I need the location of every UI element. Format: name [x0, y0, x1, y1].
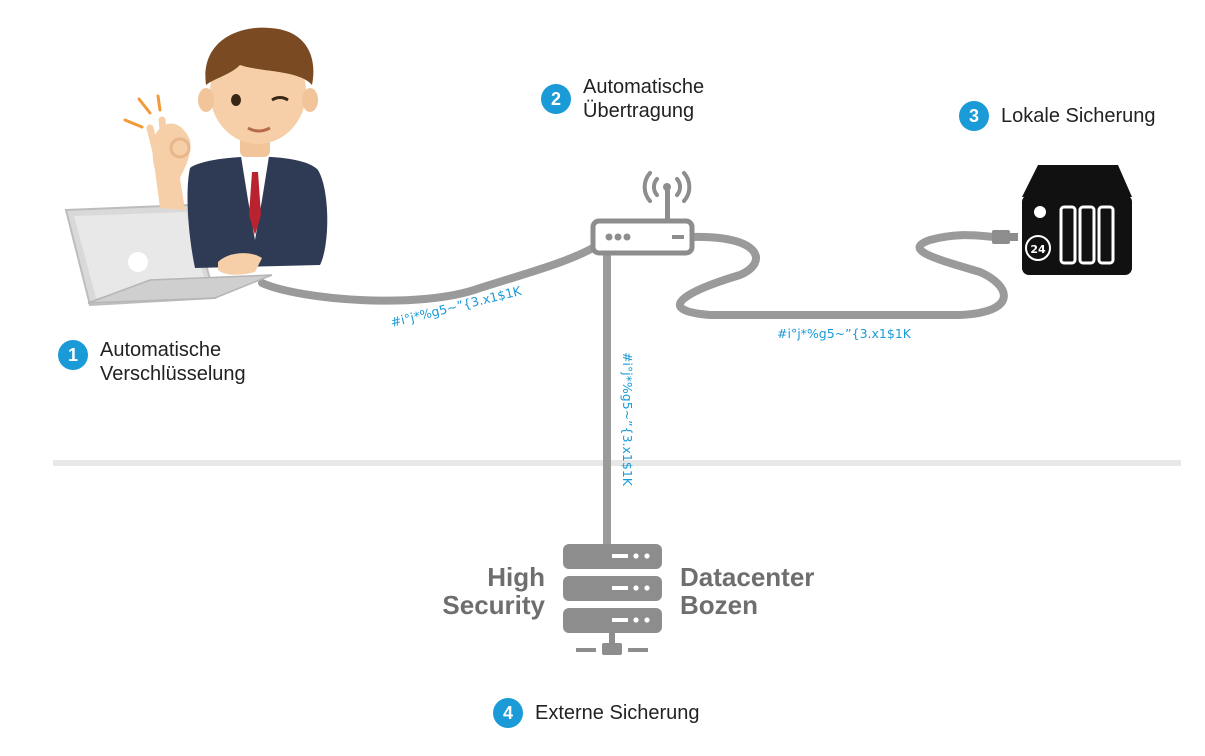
step-3-badge: 3 — [959, 101, 989, 131]
server-label-security: Security — [442, 590, 545, 620]
network-cable-icon — [258, 231, 1008, 549]
nas-icon: 24 — [1022, 165, 1132, 275]
laptop-icon — [64, 203, 273, 307]
step-3-label: Lokale Sicherung — [1001, 104, 1156, 128]
cable-plug-icon — [992, 230, 1010, 244]
step-2-badge: 2 — [541, 84, 571, 114]
step-2-label: Automatische Übertragung — [583, 75, 704, 123]
server-label-bozen: Bozen — [680, 590, 758, 620]
step-1-line1: Automatische — [100, 339, 222, 361]
server-label-right: Datacenter Bozen — [680, 563, 814, 619]
step-2-automatic-transfer: 2 Automatische Übertragung — [541, 75, 704, 123]
step-4-line1: Externe Sicherung — [535, 702, 700, 724]
server-icon — [563, 544, 662, 655]
cipher-label-nas: #i°j*%g5~”{3.x1$1K — [777, 326, 912, 341]
divider-line — [53, 460, 1181, 466]
step-4-external-backup: 4 Externe Sicherung — [493, 698, 700, 728]
nas-badge-text: 24 — [1030, 243, 1046, 256]
step-2-line2: Übertragung — [583, 100, 695, 122]
step-1-badge: 1 — [58, 340, 88, 370]
server-label-high: High — [487, 562, 545, 592]
cipher-label-laptop: #i°j*%g5~”{3.x1$1K — [389, 283, 523, 330]
step-2-line1: Automatische — [583, 76, 705, 98]
step-1-line2: Verschlüsselung — [100, 363, 246, 385]
step-4-label: Externe Sicherung — [535, 701, 700, 725]
step-1-automatic-encryption: 1 Automatische Verschlüsselung — [58, 338, 246, 386]
cipher-label-server: #i°j*%g5~”{3.x1$1K — [620, 352, 635, 487]
step-4-badge: 4 — [493, 698, 523, 728]
step-3-local-backup: 3 Lokale Sicherung — [959, 101, 1156, 131]
cable-laptop-router — [258, 240, 604, 305]
server-label-datacenter: Datacenter — [680, 562, 815, 592]
server-label-left: High Security — [420, 563, 545, 619]
step-3-line1: Lokale Sicherung — [1001, 105, 1156, 127]
wifi-signal-icon — [642, 171, 692, 203]
cable-router-nas — [676, 231, 1008, 319]
step-1-label: Automatische Verschlüsselung — [100, 338, 246, 386]
router-icon — [590, 190, 695, 256]
businessman-icon — [123, 27, 328, 275]
